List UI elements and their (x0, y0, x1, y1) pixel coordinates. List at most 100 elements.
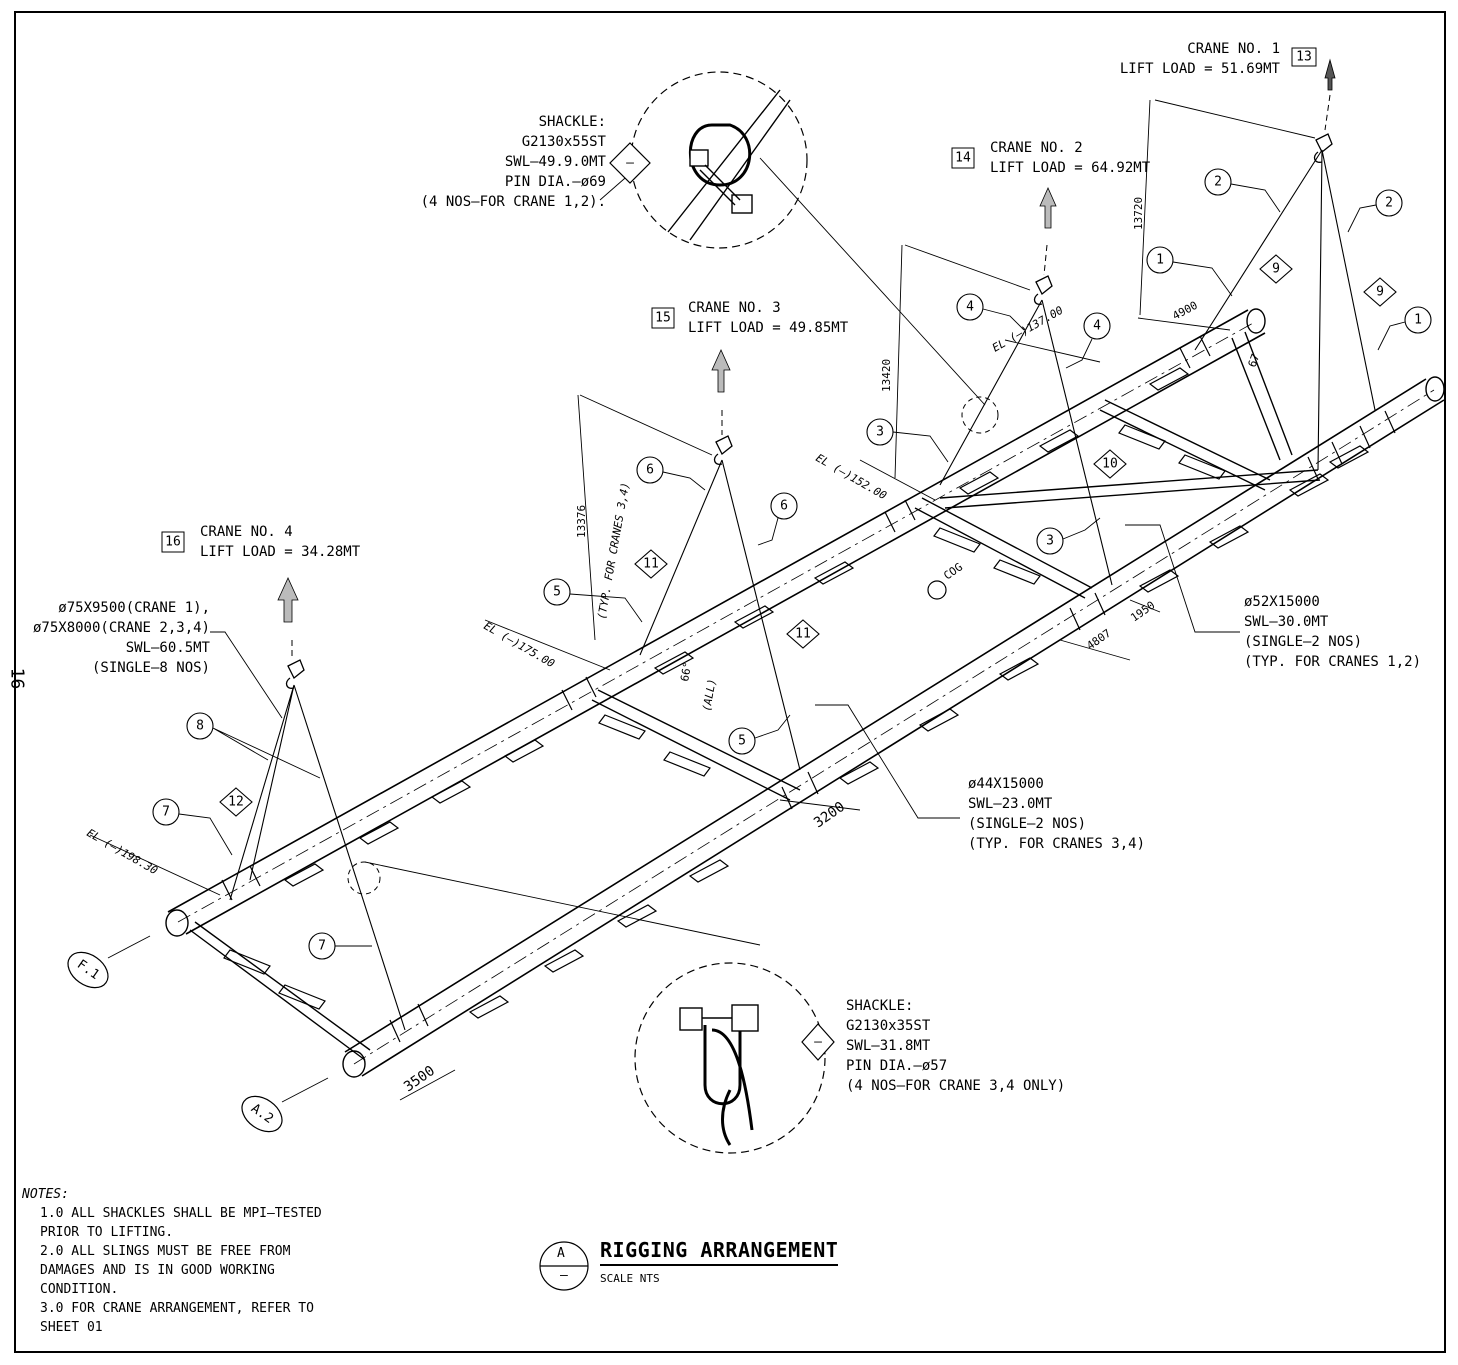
shackle-detail-top (599, 71, 808, 249)
notes-title: NOTES: (22, 1187, 69, 1202)
svg-text:LIFT LOAD = 64.92MT: LIFT LOAD = 64.92MT (990, 160, 1151, 176)
svg-text:1950: 1950 (1128, 599, 1157, 625)
svg-text:13: 13 (1296, 50, 1312, 65)
svg-text:G2130x55ST: G2130x55ST (522, 134, 607, 150)
svg-text:66°: 66° (678, 661, 694, 683)
item-bubble-3b (1036, 527, 1064, 555)
svg-text:6: 6 (646, 463, 654, 478)
drawing-title: RIGGING ARRANGEMENT (600, 1238, 839, 1266)
sling-crane-1 (1194, 149, 1376, 471)
shackle-top-callout: SHACKLE: G2130x55ST SWL–49.9.0MT PIN DIA… (421, 114, 651, 210)
svg-text:ø44X15000: ø44X15000 (968, 776, 1044, 792)
cross-member-mid (591, 689, 801, 801)
svg-text:(4 NOS–FOR CRANE 3,4 ONLY): (4 NOS–FOR CRANE 3,4 ONLY) (846, 1078, 1065, 1094)
sling-crane-3 (639, 459, 801, 771)
svg-text:–: – (814, 1035, 822, 1050)
note-item: 3.0 FOR CRANE ARRANGEMENT, REFER TO SHEE… (40, 1301, 314, 1335)
svg-text:1: 1 (1414, 313, 1422, 328)
svg-text:EL (–)137.00: EL (–)137.00 (990, 303, 1066, 354)
item-tag-11 (634, 549, 668, 579)
svg-text:CRANE NO. 4: CRANE NO. 4 (200, 524, 293, 540)
notes-section: NOTES: 1.0 ALL SHACKLES SHALL BE MPI–TES… (22, 1185, 382, 1337)
svg-text:(SINGLE–2 NOS): (SINGLE–2 NOS) (1244, 634, 1362, 650)
gridline-f1: F.1 (67, 935, 151, 989)
svg-text:EL (–)175.00: EL (–)175.00 (482, 619, 558, 670)
crane-3-arrow-icon (711, 349, 731, 393)
svg-text:16: 16 (165, 535, 181, 550)
item-tag-9 (1259, 254, 1293, 284)
svg-text:3: 3 (1046, 534, 1054, 549)
crane-1-hook-icon (1313, 133, 1333, 163)
dimension-lines (89, 99, 1316, 1101)
shackle-bottom-icon (703, 1025, 742, 1106)
detail-leaders (364, 157, 986, 946)
svg-text:11: 11 (643, 557, 659, 572)
svg-text:(ALL): (ALL) (700, 678, 719, 713)
svg-text:3: 3 (876, 425, 884, 440)
svg-text:1: 1 (1156, 253, 1164, 268)
svg-text:(TYP. FOR CRANES 1,2): (TYP. FOR CRANES 1,2) (1244, 654, 1421, 670)
svg-text:PIN DIA.–ø57: PIN DIA.–ø57 (846, 1058, 947, 1074)
shackle-detail-bottom (634, 962, 826, 1154)
title-block: A – RIGGING ARRANGEMENT SCALE NTS (538, 1238, 868, 1298)
svg-text:5: 5 (553, 585, 561, 600)
cross-member-end (189, 921, 371, 1061)
note-item: 2.0 ALL SLINGS MUST BE FREE FROM DAMAGES… (40, 1244, 291, 1297)
svg-text:14: 14 (955, 151, 971, 166)
svg-text:3200: 3200 (811, 799, 848, 831)
svg-text:SWL–30.0MT: SWL–30.0MT (1244, 614, 1329, 630)
svg-text:(SINGLE–2 NOS): (SINGLE–2 NOS) (968, 816, 1086, 832)
svg-text:SWL–49.9.0MT: SWL–49.9.0MT (505, 154, 607, 170)
crane-1-arrow-icon (1324, 58, 1336, 91)
svg-text:6: 6 (780, 499, 788, 514)
shackle-bottom-tag (801, 1023, 835, 1061)
svg-text:ø75X8000(CRANE 2,3,4): ø75X8000(CRANE 2,3,4) (33, 620, 210, 636)
svg-text:CRANE NO. 2: CRANE NO. 2 (990, 140, 1083, 156)
svg-text:EL (–)152.00: EL (–)152.00 (814, 451, 890, 502)
crane-3-label: 15 CRANE NO. 3 LIFT LOAD = 49.85MT (651, 300, 849, 336)
item-tag-9b (1363, 277, 1397, 307)
svg-text:13420: 13420 (880, 359, 893, 392)
svg-text:SHACKLE:: SHACKLE: (846, 998, 913, 1014)
svg-text:4807: 4807 (1084, 627, 1113, 653)
item-bubble-1 (1146, 246, 1174, 274)
diagonal-brace (939, 469, 1321, 509)
item-bubbles: 1 1 2 2 3 3 4 4 5 5 6 (152, 168, 1432, 960)
svg-text:ø75X9500(CRANE 1),: ø75X9500(CRANE 1), (58, 600, 210, 616)
svg-text:(SINGLE–8 NOS): (SINGLE–8 NOS) (92, 660, 210, 676)
item-bubble-2 (1204, 168, 1232, 196)
frame-structure: COG (165, 308, 1445, 1078)
crane-3-hook-icon (713, 435, 733, 465)
sling-crane-2 (939, 299, 1113, 586)
drawing-scale: SCALE NTS (600, 1272, 660, 1285)
svg-text:COG: COG (941, 560, 965, 582)
svg-text:SHACKLE:: SHACKLE: (539, 114, 606, 130)
item-bubble-2b (1375, 189, 1403, 217)
sling-44-callout: ø44X15000 SWL–23.0MT (SINGLE–2 NOS) (TYP… (815, 704, 1145, 852)
svg-text:SWL–23.0MT: SWL–23.0MT (968, 796, 1053, 812)
item-tag-10 (1093, 449, 1127, 479)
sling-52-callout: ø52X15000 SWL–30.0MT (SINGLE–2 NOS) (TYP… (1125, 524, 1421, 670)
hook-symbols (285, 133, 1333, 689)
svg-text:EL (–)198.30: EL (–)198.30 (85, 826, 161, 877)
svg-text:F.1: F.1 (74, 957, 102, 983)
svg-text:7: 7 (318, 939, 326, 954)
svg-text:(4 NOS–FOR CRANE 1,2).: (4 NOS–FOR CRANE 1,2). (421, 194, 606, 210)
crane-1-label: CRANE NO. 1 LIFT LOAD = 51.69MT 13 (1120, 41, 1317, 77)
svg-text:9: 9 (1376, 285, 1384, 300)
svg-text:(TYP. FOR CRANES 3,4): (TYP. FOR CRANES 3,4) (968, 836, 1145, 852)
svg-text:12: 12 (228, 795, 244, 810)
svg-text:LIFT LOAD = 34.28MT: LIFT LOAD = 34.28MT (200, 544, 361, 560)
crane-4-label: 16 CRANE NO. 4 LIFT LOAD = 34.28MT (161, 524, 361, 560)
svg-text:A.2: A.2 (248, 1101, 276, 1127)
svg-text:4: 4 (966, 300, 974, 315)
view-reference-bubble (539, 1241, 589, 1291)
note-item: 1.0 ALL SHACKLES SHALL BE MPI–TESTED PRI… (40, 1206, 322, 1240)
svg-text:4: 4 (1093, 319, 1101, 334)
cog-marker (927, 580, 947, 600)
svg-text:ø52X15000: ø52X15000 (1244, 594, 1320, 610)
item-bubble-4 (956, 293, 984, 321)
item-bubble-6b (770, 492, 798, 520)
shackle-top-icon (689, 123, 752, 187)
svg-text:3500: 3500 (401, 1063, 438, 1095)
